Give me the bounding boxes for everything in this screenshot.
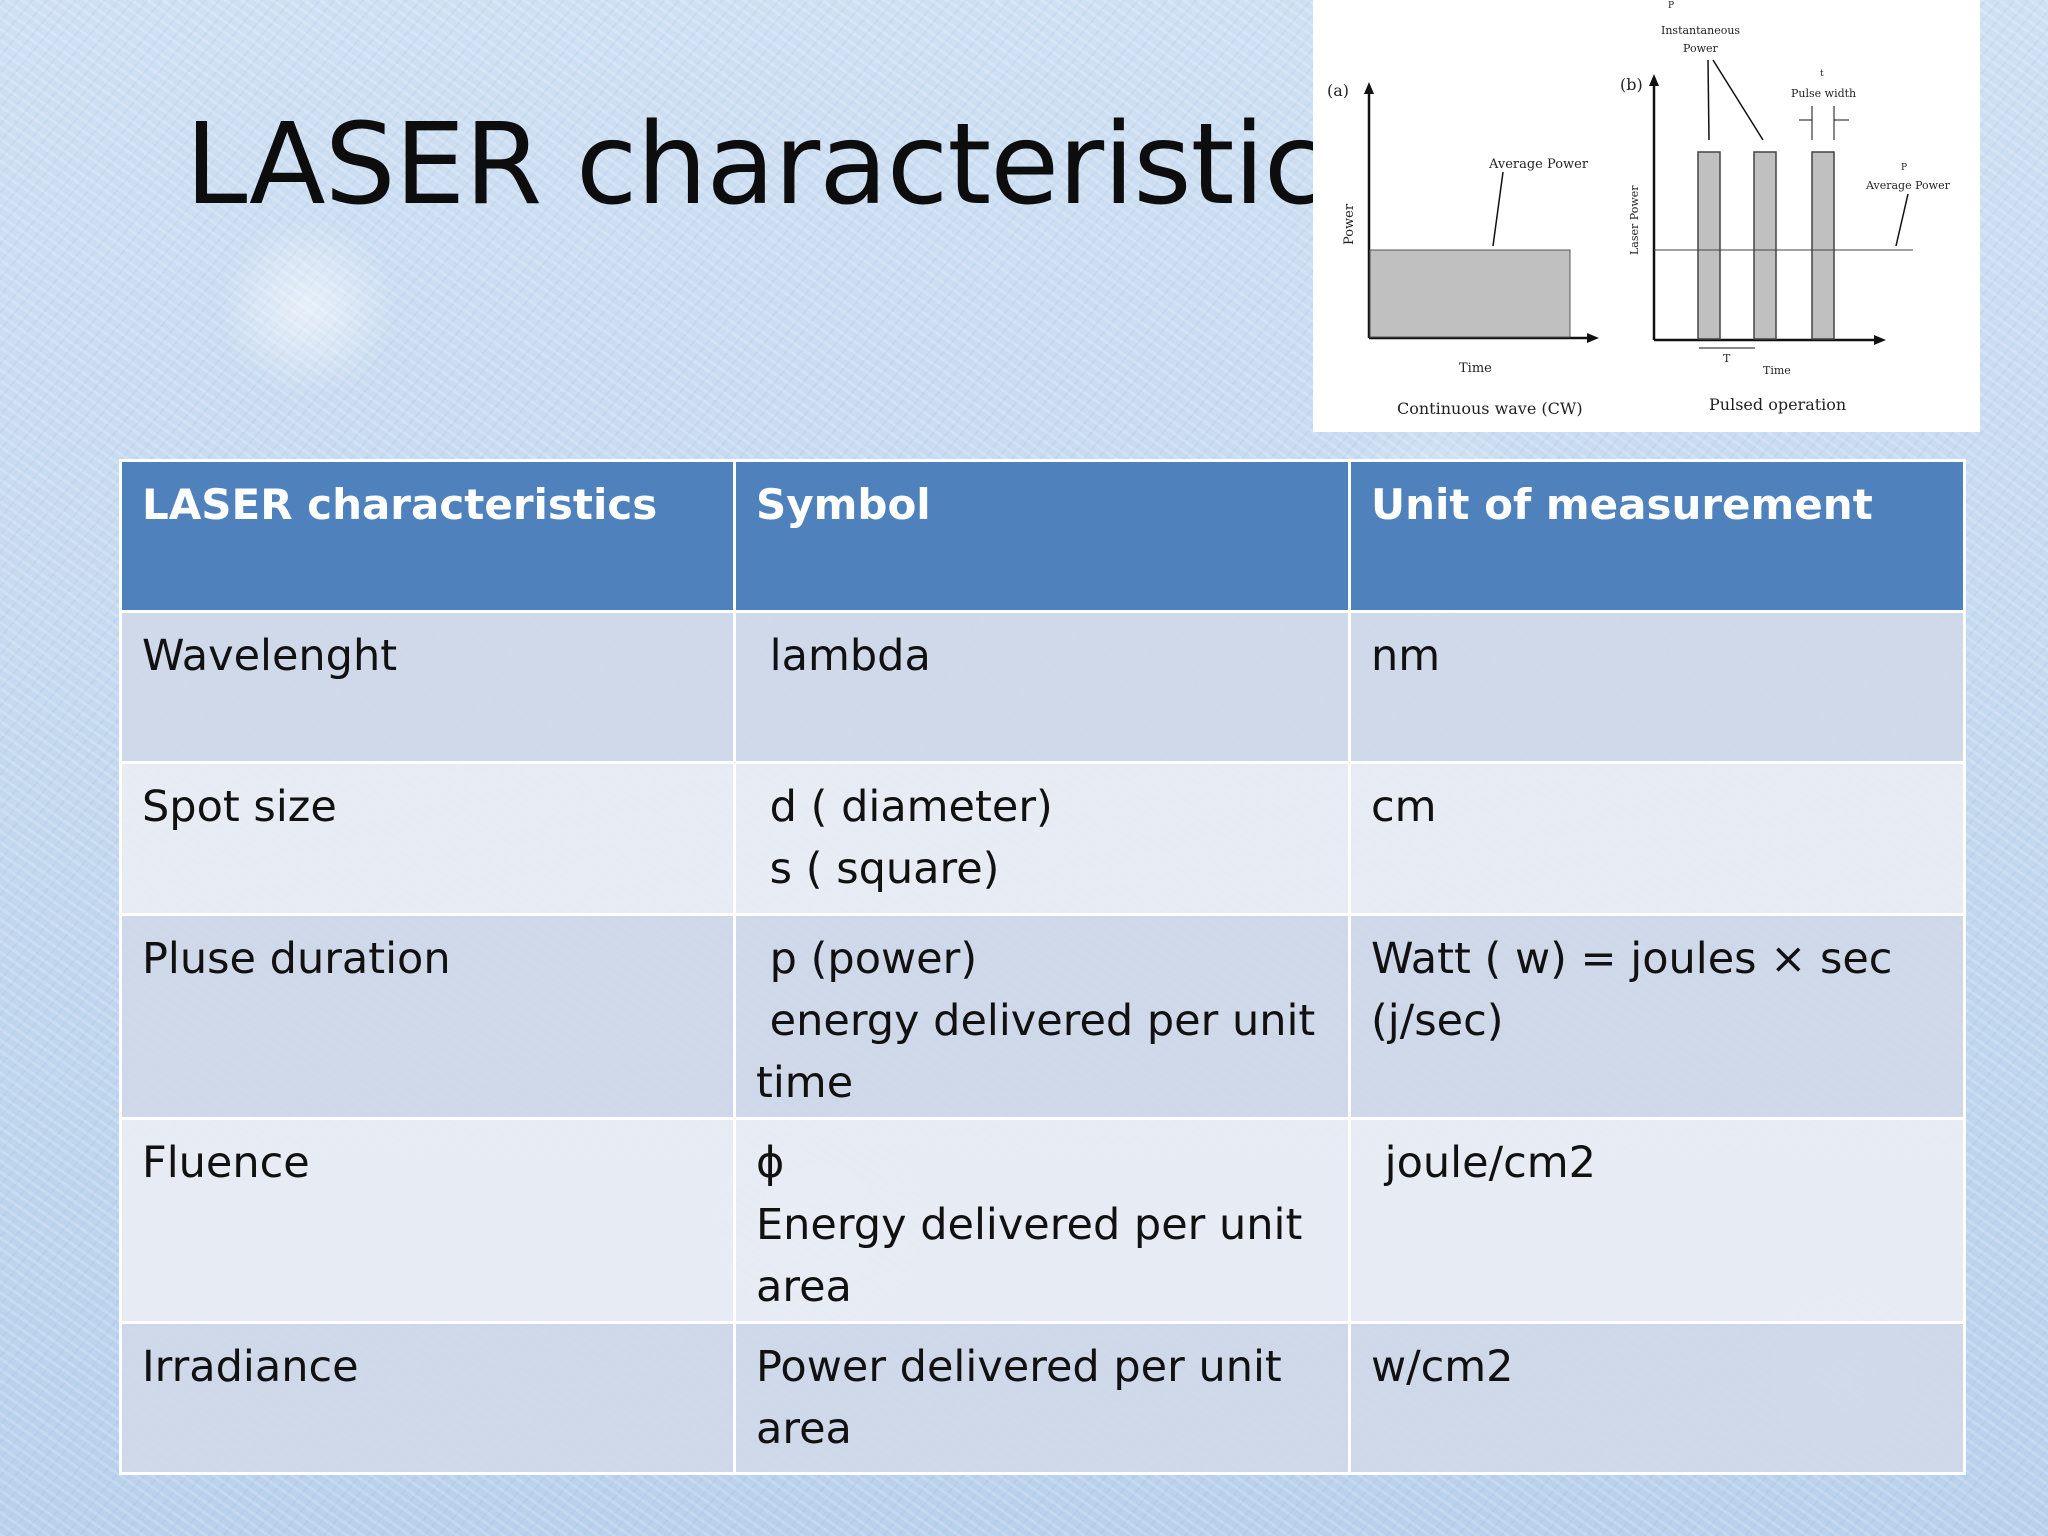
panel-a-tag: (a) [1327, 81, 1349, 100]
panel-b-ylabel: Laser Power [1628, 185, 1641, 255]
row-fluence-characteristic: Fluence [119, 1117, 736, 1324]
row-irradiance-symbol-line: Power delivered per unit area [756, 1342, 1296, 1454]
header-symbol: Symbol [733, 459, 1351, 613]
table-row-irradiance: Irradiance Power delivered per unit area… [119, 1321, 1966, 1475]
row-pulse-duration-symbol-line-2: energy delivered per unit time [756, 996, 1329, 1108]
laser-characteristics-table: LASER characteristics Symbol Unit of mea… [119, 459, 1966, 1475]
panel-b-tag: (b) [1620, 75, 1643, 94]
row-wavelength-symbol: lambda [733, 610, 1351, 764]
peak-arrow-1 [1707, 59, 1710, 141]
row-pulse-duration-unit-line: Watt ( w) = joules × sec (j/sec) [1371, 934, 1907, 1046]
panel-b-peak-symbol: P [1668, 1, 1674, 11]
table-row-pulse-duration: Pluse duration p (power) energy delivere… [119, 913, 1966, 1120]
row-wavelength-symbol-line: lambda [756, 631, 931, 681]
panel-a-x-arrow [1587, 333, 1599, 343]
row-pulse-duration-symbol: p (power) energy delivered per unit time [733, 913, 1351, 1120]
row-wavelength-characteristic: Wavelenght [119, 610, 736, 764]
panel-b-avg-arrow [1895, 193, 1909, 247]
row-irradiance-unit: w/cm2 [1348, 1321, 1966, 1475]
row-fluence-unit-line: joule/cm2 [1371, 1138, 1596, 1188]
row-spot-size-symbol-line-1: d ( diameter) [756, 782, 1053, 832]
panel-b-pulse-1 [1697, 151, 1721, 340]
table-row-fluence: Fluence ϕ Energy delivered per unit area… [119, 1117, 1966, 1324]
row-wavelength-unit: nm [1348, 610, 1966, 764]
panel-b-avg-label: Average Power [1865, 179, 1951, 192]
header-unit: Unit of measurement [1348, 459, 1966, 613]
panel-b-pulse-3 [1811, 151, 1835, 340]
table-row-spot-size: Spot size d ( diameter) s ( square) cm [119, 761, 1966, 916]
panel-a-cw-block [1369, 249, 1571, 338]
row-fluence-symbol: ϕ Energy delivered per unit area [733, 1117, 1351, 1324]
panel-b-x-arrow [1874, 335, 1886, 345]
peak-arrow-2 [1712, 59, 1764, 141]
table-header-row: LASER characteristics Symbol Unit of mea… [119, 459, 1966, 613]
row-spot-size-characteristic: Spot size [119, 761, 736, 916]
panel-a-annotation: Average Power [1488, 157, 1589, 172]
row-fluence-unit: joule/cm2 [1348, 1117, 1966, 1324]
panel-b-period: T [1723, 352, 1731, 365]
panel-b-caption: Pulsed operation [1709, 395, 1846, 414]
header-characteristic: LASER characteristics [119, 459, 736, 613]
row-irradiance-characteristic: Irradiance [119, 1321, 736, 1475]
row-pulse-duration-unit: Watt ( w) = joules × sec (j/sec) [1348, 913, 1966, 1120]
panel-a-caption: Continuous wave (CW) [1397, 399, 1583, 418]
row-irradiance-symbol: Power delivered per unit area [733, 1321, 1351, 1475]
panel-b-pw-symbol: t [1820, 69, 1824, 79]
row-spot-size-symbol: d ( diameter) s ( square) [733, 761, 1351, 916]
slide-title: LASER characteristics [185, 100, 1383, 230]
panel-b-peak-label-1: Instantaneous [1661, 24, 1740, 37]
row-spot-size-symbol-line-2: s ( square) [756, 844, 1000, 894]
row-spot-size-unit: cm [1348, 761, 1966, 916]
row-irradiance-unit-line: w/cm2 [1371, 1342, 1514, 1392]
panel-b-pulse-2 [1753, 151, 1777, 340]
panel-b-pw-label: Pulse width [1791, 87, 1856, 100]
row-pulse-duration-characteristic: Pluse duration [119, 913, 736, 1120]
laser-output-figure: (a) Average Power Power Time Continuous … [1313, 0, 1980, 432]
row-fluence-symbol-line-1: ϕ [756, 1138, 785, 1188]
panel-a-ylabel: Power [1342, 203, 1357, 245]
row-pulse-duration-symbol-line-1: p (power) [756, 934, 978, 984]
panel-a-xlabel: Time [1459, 361, 1492, 376]
table-row-wavelength: Wavelenght lambda nm [119, 610, 1966, 764]
panel-b-avg-symbol: P [1901, 163, 1907, 173]
row-wavelength-unit-line: nm [1371, 631, 1441, 681]
panel-b-y-arrow [1649, 74, 1659, 86]
row-fluence-symbol-line-2: Energy delivered per unit area [756, 1200, 1316, 1312]
panel-a-annotation-line [1492, 171, 1504, 247]
panel-a-y-arrow [1364, 82, 1374, 94]
row-spot-size-unit-line: cm [1371, 782, 1437, 832]
laser-output-diagram: (a) Average Power Power Time Continuous … [1327, 1, 1951, 418]
panel-b-xlabel: Time [1763, 364, 1791, 377]
panel-b-peak-label-2: Power [1683, 42, 1719, 55]
